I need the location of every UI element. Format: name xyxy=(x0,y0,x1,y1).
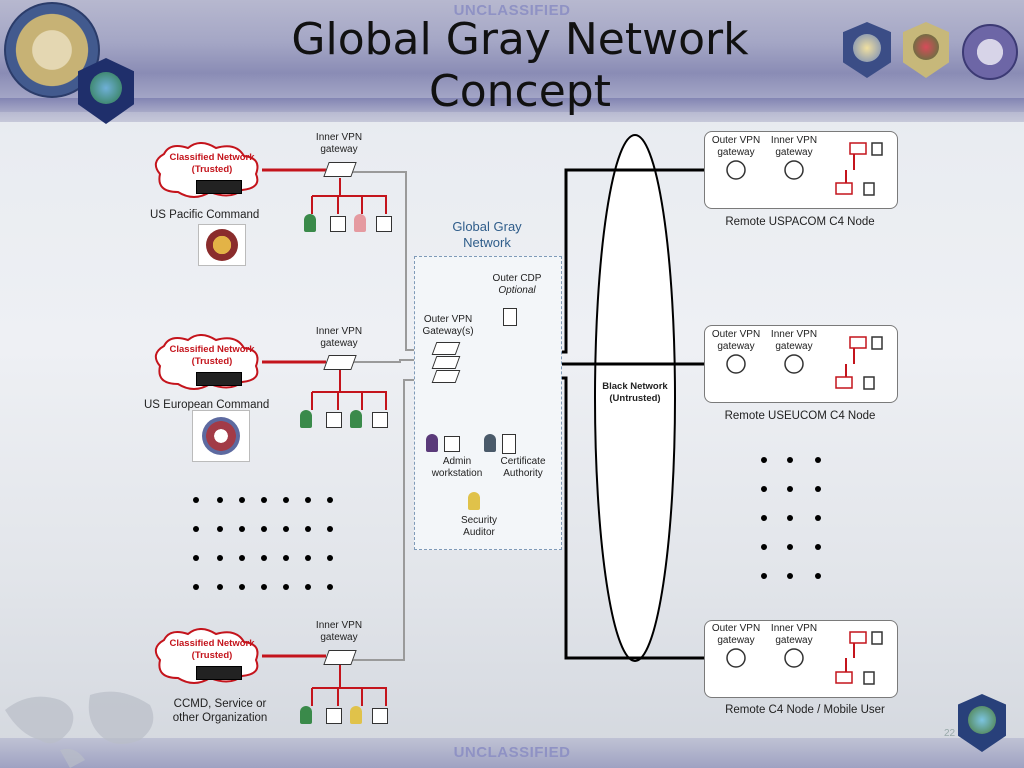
footer-band xyxy=(0,738,1024,768)
remote-node-devices xyxy=(726,142,883,196)
user-devices-european xyxy=(300,408,394,430)
command-badge xyxy=(78,58,134,124)
server-rack-icon xyxy=(196,666,242,680)
remote-node-devices xyxy=(726,336,883,390)
outer-cdp-icon xyxy=(503,308,517,326)
remote-node-name: Remote C4 Node / Mobile User xyxy=(725,704,885,716)
cloud-label-ccmd: Classified Network(Trusted) xyxy=(169,638,255,661)
header-band xyxy=(0,98,1024,112)
outer-vpn-gateway-icon xyxy=(431,370,461,383)
gray-network-box xyxy=(414,256,562,550)
outer-vpn-gateway-icon xyxy=(431,356,461,369)
world-map-graphic xyxy=(5,691,154,768)
inner-vpn-gateway-icon xyxy=(323,355,357,370)
server-rack-icon xyxy=(196,372,242,386)
title-line-1: Global Gray Network xyxy=(291,14,749,65)
inner-vpn-gateway-icon xyxy=(323,650,357,665)
outer-cdp-label: Outer CDP Optional xyxy=(492,273,542,296)
security-auditor-icon xyxy=(468,492,480,510)
useucom-seal xyxy=(192,410,250,462)
user-devices-ccmd xyxy=(300,704,394,726)
remote-node-name: Remote USEUCOM C4 Node xyxy=(724,410,876,422)
user-devices-pacific xyxy=(304,212,394,234)
title-line-2: Concept xyxy=(429,66,611,117)
outer-vpn-gateway-icon xyxy=(431,342,461,355)
page-number: 22 xyxy=(944,728,956,739)
command-name-pacific: US Pacific Command xyxy=(150,209,260,221)
black-network-label: Black Network(Untrusted) xyxy=(602,381,668,404)
command-name-european: US European Command xyxy=(144,399,270,411)
remote-node-name: Remote USPACOM C4 Node xyxy=(725,216,875,228)
cloud-label-pacific: Classified Network(Trusted) xyxy=(169,152,255,175)
inner-vpn-gateway-icon xyxy=(323,162,357,177)
cloud-label-european: Classified Network(Trusted) xyxy=(169,344,255,367)
classification-top: UNCLASSIFIED xyxy=(453,2,571,19)
remote-node-devices xyxy=(726,631,883,685)
certificate-authority-icon xyxy=(484,434,524,454)
slide-title: Global Gray Network Concept xyxy=(230,14,810,118)
more-commands-dots xyxy=(193,497,333,590)
black-network-ellipse xyxy=(594,134,676,662)
server-rack-icon xyxy=(196,180,242,194)
command-seal-3 xyxy=(962,24,1018,80)
more-remote-nodes-dots xyxy=(761,457,821,579)
uspacom-seal xyxy=(198,224,246,266)
classification-bottom: UNCLASSIFIED xyxy=(453,744,571,761)
admin-workstation-icon xyxy=(426,434,466,454)
